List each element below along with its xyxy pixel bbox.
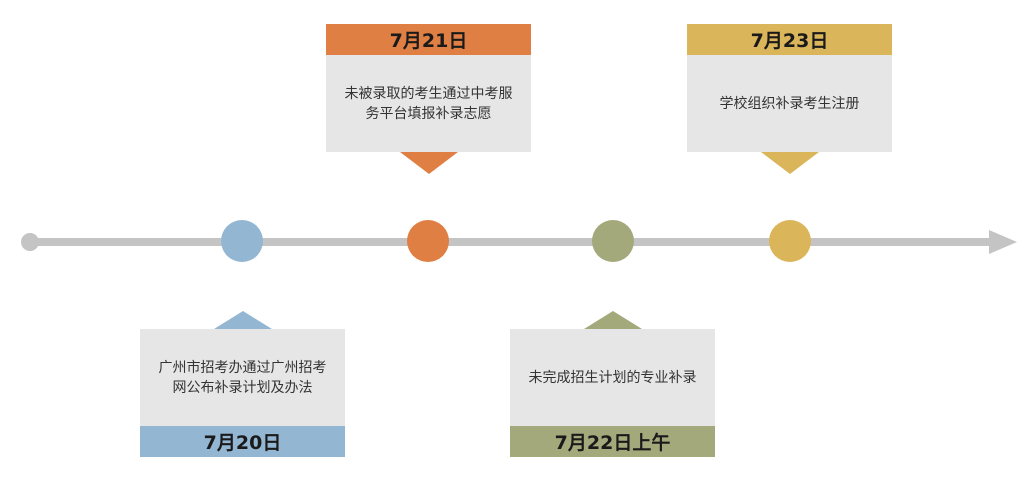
event-date-1: 7月20日 [140,426,345,457]
event-description-4: 学校组织补录考生注册 [687,55,892,152]
event-date-4: 7月23日 [687,24,892,55]
event-card-3: 未完成招生计划的专业补录 7月22日上午 [510,311,715,457]
event-pointer-2 [400,152,458,174]
event-date-2: 7月21日 [326,24,531,55]
event-card-2: 7月21日 未被录取的考生通过中考服务平台填报补录志愿 [326,24,531,174]
timeline-node-3 [592,220,634,262]
event-description-1: 广州市招考办通过广州招考网公布补录计划及办法 [140,329,345,426]
event-pointer-4 [761,152,819,174]
timeline-arrow-icon [989,230,1017,254]
event-card-4: 7月23日 学校组织补录考生注册 [687,24,892,174]
event-description-2: 未被录取的考生通过中考服务平台填报补录志愿 [326,55,531,152]
event-description-3: 未完成招生计划的专业补录 [510,329,715,426]
timeline-axis [30,238,992,246]
event-card-1: 广州市招考办通过广州招考网公布补录计划及办法 7月20日 [140,311,345,457]
timeline-start-dot [21,233,39,251]
timeline-node-2 [407,220,449,262]
timeline-node-4 [769,220,811,262]
event-pointer-1 [214,311,272,329]
event-date-3: 7月22日上午 [510,426,715,457]
timeline-node-1 [221,220,263,262]
event-pointer-3 [584,311,642,329]
